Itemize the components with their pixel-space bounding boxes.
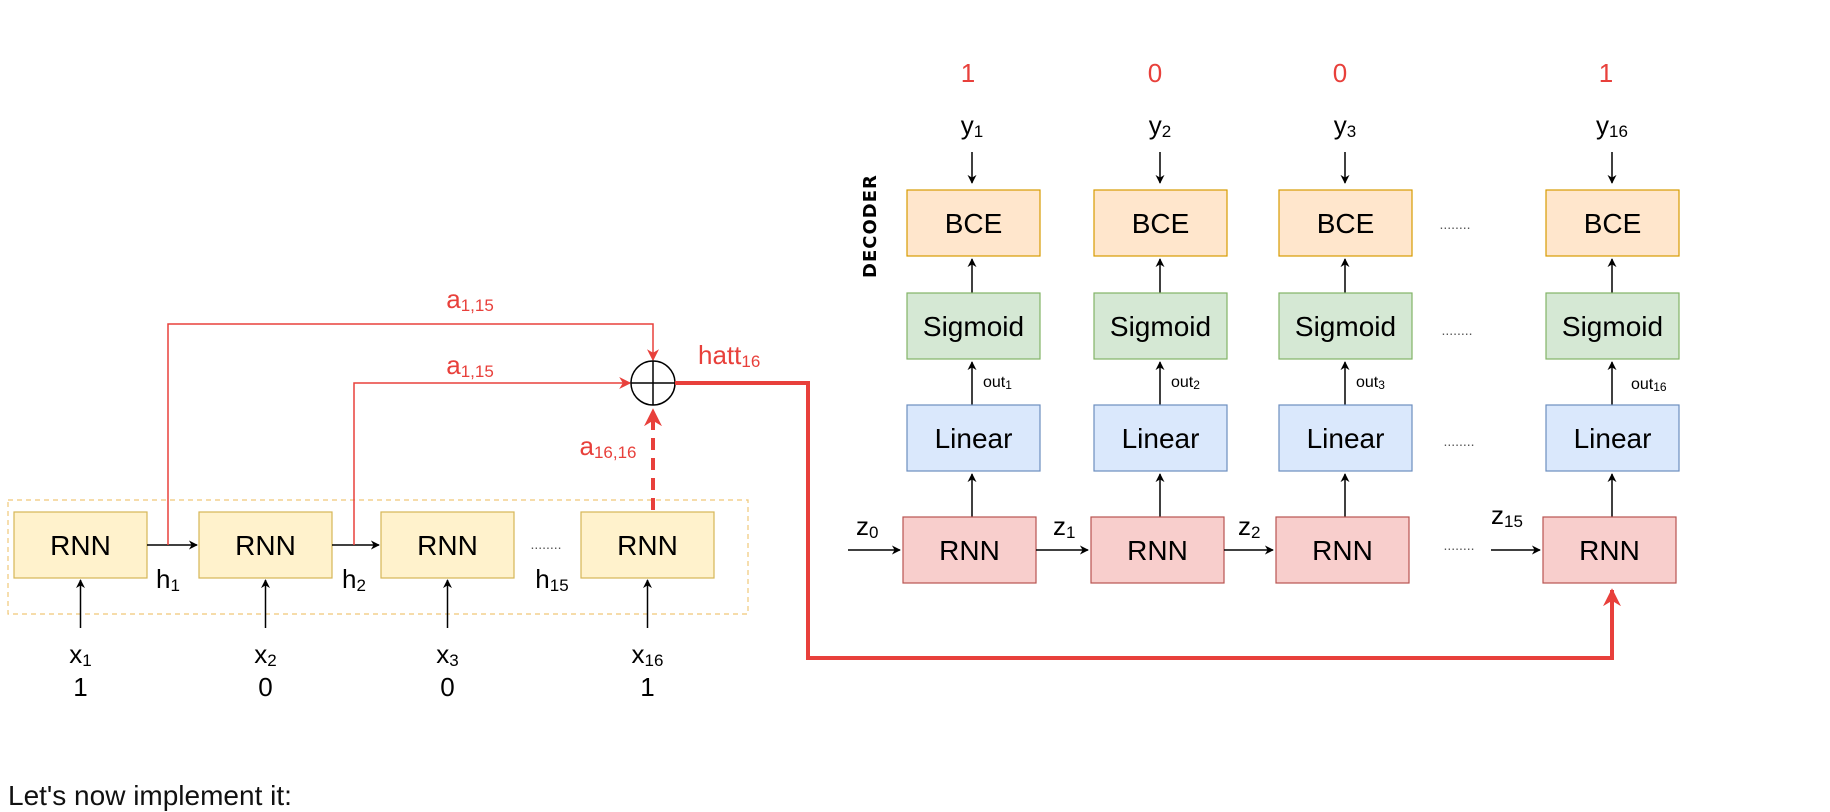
decoder-rnn-label: RNN [1312, 535, 1373, 566]
input-value: 1 [73, 672, 87, 702]
out-label: out1 [983, 374, 1012, 392]
bce-label: BCE [1317, 208, 1375, 239]
decoder-rnn-label: RNN [1127, 535, 1188, 566]
sigmoid-box [1093, 292, 1228, 360]
encoder-rnn-label: RNN [50, 530, 111, 561]
hidden-label: h2 [342, 564, 366, 595]
decoder-side-label: DECODER [860, 174, 881, 278]
linear-label: Linear [1307, 423, 1385, 454]
hidden-label: h1 [156, 564, 180, 595]
decoder-rnn-label: RNN [939, 535, 1000, 566]
seq2seq-attention-diagram: RNN RNN RNN RNN ........ h1 h2 h15 x1 1 … [7, 58, 1680, 702]
linear-box [1093, 404, 1228, 472]
decoder-rnn-box [1542, 516, 1677, 584]
sigmoid-label: Sigmoid [1562, 311, 1663, 342]
decoder-dots: ........ [1439, 216, 1470, 232]
out-label: out3 [1356, 374, 1385, 392]
linear-label: Linear [935, 423, 1013, 454]
attention-weight-label: a16,16 [579, 431, 636, 462]
output-label: y3 [1334, 110, 1356, 141]
encoder-rnn-cell: RNN [380, 511, 515, 579]
z-label: z0 [856, 511, 878, 542]
target-value: 1 [1599, 58, 1613, 88]
target-value: 1 [961, 58, 975, 88]
input-label: x3 [436, 639, 458, 670]
sigmoid-label: Sigmoid [1295, 311, 1396, 342]
decoder-column: 1 y1 BCE Sigmoid out1 Linear RNN z0 [848, 58, 1041, 584]
hidden-label: h15 [535, 564, 568, 595]
context-path [675, 381, 1621, 660]
linear-label: Linear [1574, 423, 1652, 454]
encoder-rnn-cell: RNN [13, 511, 148, 579]
input-label: x1 [69, 639, 91, 670]
linear-box [1545, 404, 1680, 472]
sigmoid-box [1278, 292, 1413, 360]
bce-box [1278, 189, 1413, 257]
out-label: out16 [1631, 376, 1667, 394]
sum-node [630, 360, 676, 406]
target-value: 0 [1333, 58, 1347, 88]
linear-box [906, 404, 1041, 472]
input-value: 0 [440, 672, 454, 702]
bce-label: BCE [1584, 208, 1642, 239]
encoder-rnn-label: RNN [617, 530, 678, 561]
decoder-column: 1 y16 BCE Sigmoid out16 Linear RNN z15 [1491, 58, 1680, 584]
sigmoid-box [1545, 292, 1680, 360]
input-label: x2 [254, 639, 276, 670]
decoder-column: 0 y2 BCE Sigmoid out2 Linear RNN z1 [1036, 58, 1228, 584]
attention-weight-label: a1,15 [446, 350, 494, 381]
encoder-rnn-label: RNN [417, 530, 478, 561]
sigmoid-label: Sigmoid [1110, 311, 1211, 342]
linear-label: Linear [1122, 423, 1200, 454]
out-label: out2 [1171, 374, 1200, 392]
decoder-rnn-label: RNN [1579, 535, 1640, 566]
hatt-label: hatt16 [698, 340, 760, 371]
decoder: DECODER 1 y1 BCE Sigmoid out1 Linear RNN… [848, 58, 1680, 584]
encoder-rnn-cell: RNN [198, 511, 333, 579]
decoder-dots: ........ [1443, 537, 1474, 553]
decoder-rnn-box [1090, 516, 1225, 584]
attention-weight-label: a1,15 [446, 284, 494, 315]
attention-path [353, 377, 632, 545]
z-label: z2 [1238, 511, 1260, 542]
encoder-container [7, 499, 749, 615]
encoder-dots: ........ [530, 536, 561, 552]
encoder-rnn-label: RNN [235, 530, 296, 561]
bce-box [906, 189, 1041, 257]
decoder-rnn-box [1275, 516, 1410, 584]
decoder-column: 0 y3 BCE Sigmoid out3 Linear RNN z2 [1224, 58, 1413, 584]
caption-text: Let's now implement it: [8, 780, 292, 811]
input-value: 0 [258, 672, 272, 702]
output-label: y1 [961, 110, 983, 141]
output-label: y2 [1149, 110, 1171, 141]
target-value: 0 [1148, 58, 1162, 88]
sigmoid-box [906, 292, 1041, 360]
z-label: z1 [1053, 511, 1075, 542]
linear-box [1278, 404, 1413, 472]
bce-label: BCE [945, 208, 1003, 239]
bce-box [1545, 189, 1680, 257]
bce-box [1093, 189, 1228, 257]
input-label: x16 [632, 639, 664, 670]
attention: a1,15 a1,15 a16,16 hatt16 [167, 284, 1621, 660]
z-label: z15 [1491, 500, 1523, 531]
attention-path [167, 323, 659, 545]
encoder-rnn-cell: RNN [580, 511, 715, 579]
input-value: 1 [640, 672, 654, 702]
output-label: y16 [1596, 110, 1628, 141]
sigmoid-label: Sigmoid [923, 311, 1024, 342]
bce-label: BCE [1132, 208, 1190, 239]
decoder-rnn-box [902, 516, 1037, 584]
decoder-dots: ........ [1443, 433, 1474, 449]
decoder-dots: ........ [1441, 322, 1472, 338]
encoder: RNN RNN RNN RNN ........ h1 h2 h15 x1 1 … [7, 499, 749, 702]
